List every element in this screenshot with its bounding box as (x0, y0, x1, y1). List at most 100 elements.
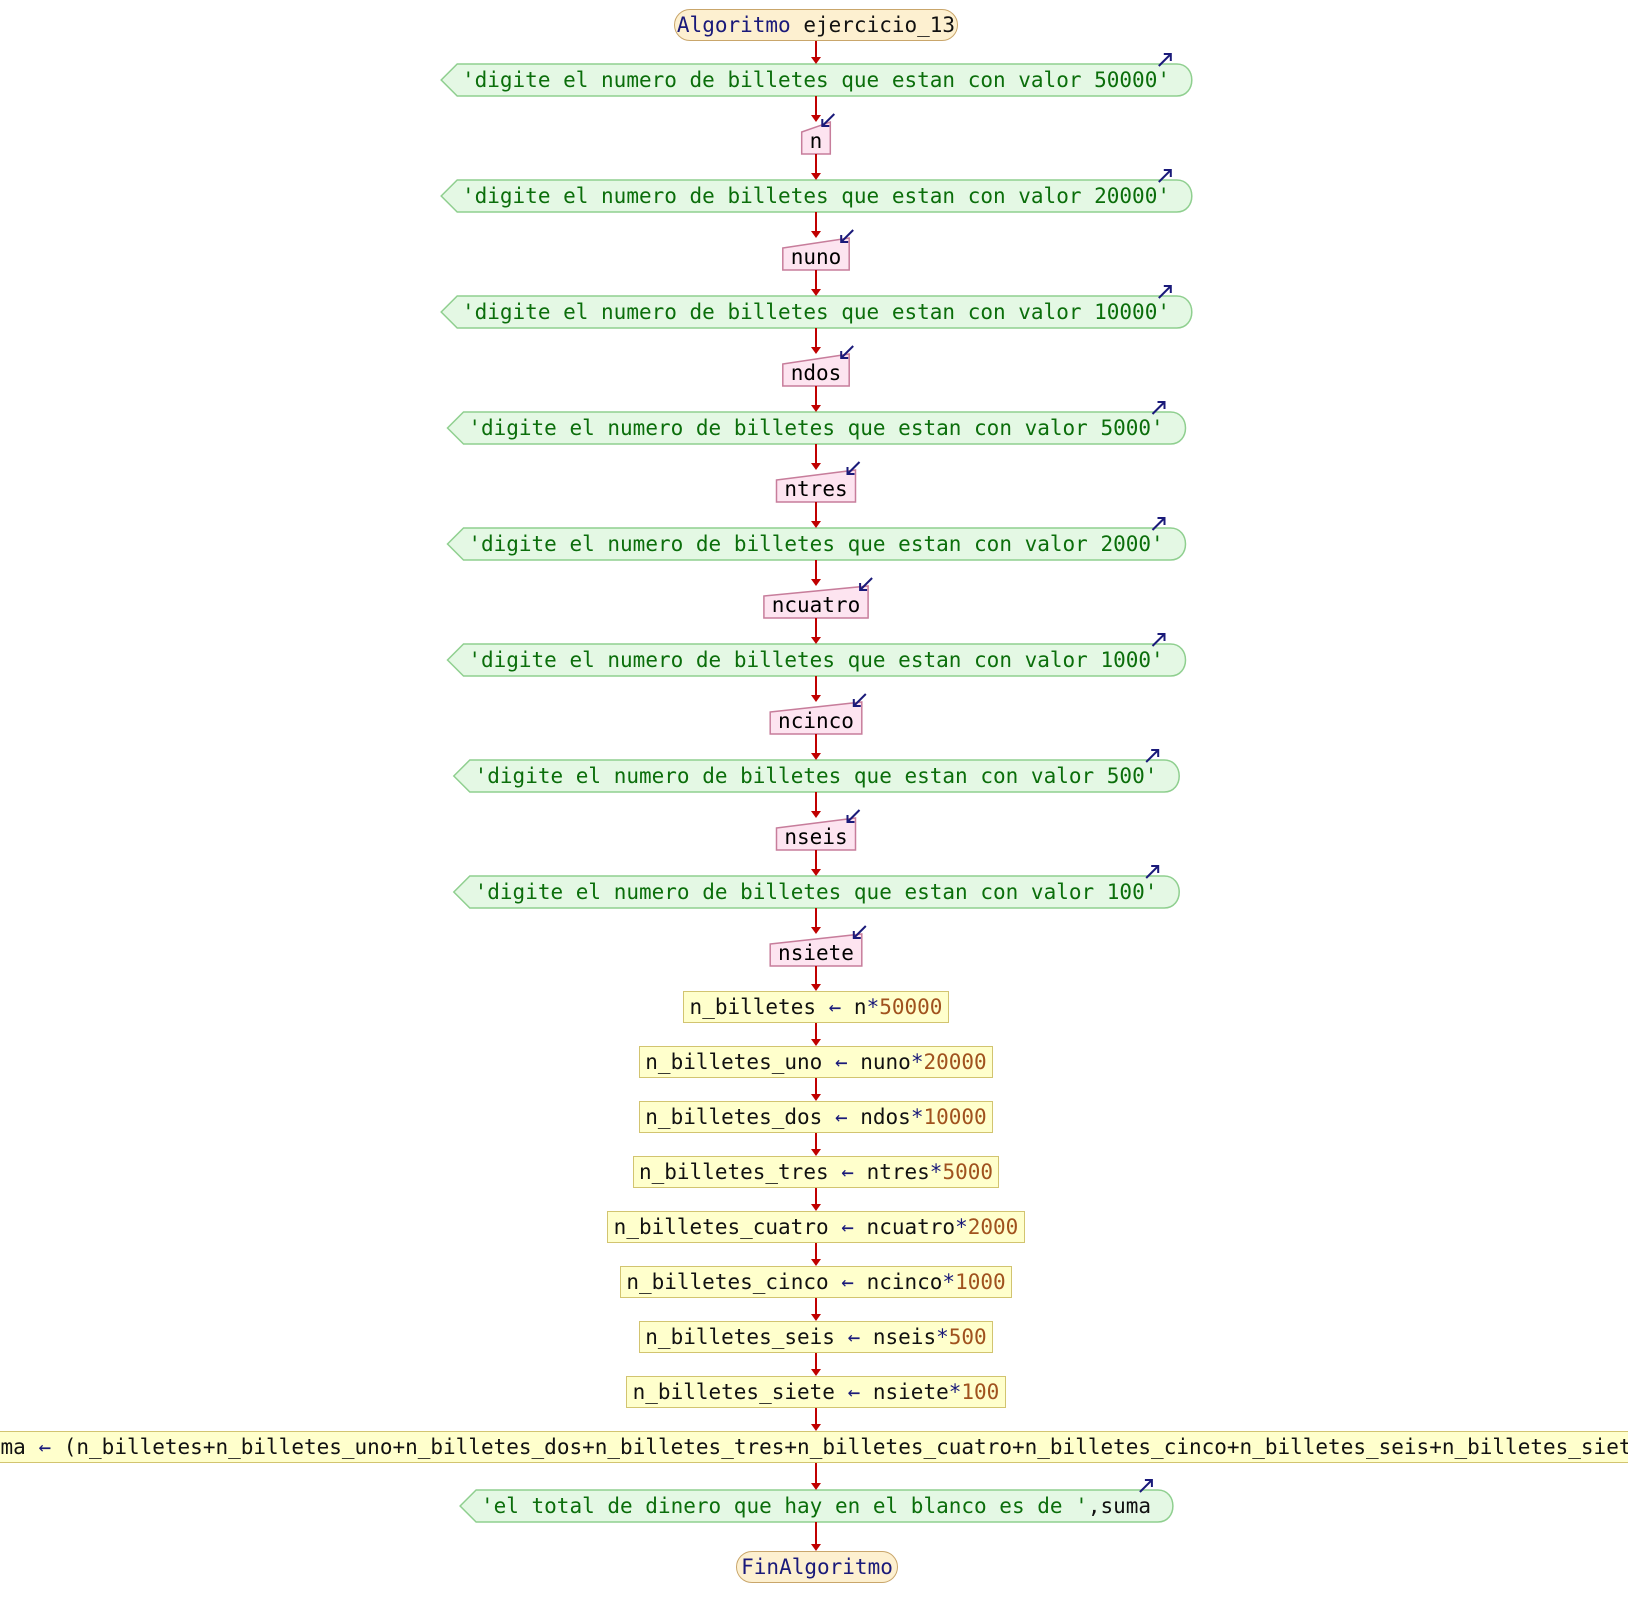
assign-source: ncuatro (866, 1215, 956, 1239)
flow-arrowhead (811, 405, 821, 412)
output-message: 'digite el numero de billetes que estan … (474, 880, 1158, 904)
output-arrow-icon (1139, 1479, 1153, 1493)
flow-arrowhead (811, 695, 821, 702)
assign-arrow: ← (25, 1435, 64, 1459)
assign-operator: * (936, 1325, 949, 1349)
assign-target: suma (0, 1435, 26, 1459)
output-message: 'digite el numero de billetes que estan … (468, 532, 1164, 556)
input-shape (775, 469, 857, 503)
assign-number: 10000 (923, 1105, 987, 1129)
assign-number: 500 (948, 1325, 987, 1349)
input-variable: ntres (784, 477, 848, 501)
assign-arrow: ← (822, 1105, 861, 1129)
assign-target: n_billetes_cuatro (613, 1215, 829, 1239)
input-node: ncuatro (764, 590, 868, 620)
flow-arrowhead (811, 115, 821, 122)
input-arrow-icon (852, 693, 867, 707)
assign-operator: * (910, 1105, 924, 1129)
flow-arrowhead (811, 1149, 821, 1156)
output-text: 'digite el numero de billetes que estan … (457, 180, 1175, 212)
assign-target: n_billetes_uno (645, 1050, 823, 1074)
output-arrow-icon (1151, 401, 1166, 415)
assign-target: n_billetes_siete (632, 1380, 835, 1404)
input-node: nseis (777, 822, 856, 852)
end-node: FinAlgoritmo (736, 1551, 898, 1583)
input-shape (769, 701, 863, 735)
assign-number: 2000 (967, 1215, 1019, 1239)
flow-arrowhead (811, 1094, 821, 1101)
end-label: FinAlgoritmo (741, 1555, 893, 1579)
assign-arrow: ← (828, 1160, 867, 1184)
flow-arrowhead (811, 753, 821, 760)
assign-source: ntres (866, 1160, 930, 1184)
output-message: 'digite el numero de billetes que estan … (474, 764, 1158, 788)
output-message: 'digite el numero de billetes que estan … (468, 648, 1164, 672)
input-variable: ndos (790, 361, 842, 385)
assign-arrow: ← (815, 995, 854, 1019)
input-shape (782, 237, 850, 271)
flow-arrowhead (811, 57, 821, 64)
assign-source: ndos (860, 1105, 911, 1129)
assign-target: n_billetes (689, 995, 816, 1019)
flow-arrowhead (811, 1204, 821, 1211)
input-arrow-icon (859, 577, 873, 591)
flow-arrowhead (811, 173, 821, 180)
output-text: 'el total de dinero que hay en el blanco… (476, 1490, 1156, 1522)
output-message: 'digite el numero de billetes que estan … (461, 300, 1170, 324)
output-message: 'digite el numero de billetes que estan … (461, 68, 1170, 92)
output-text: 'digite el numero de billetes que estan … (457, 296, 1175, 328)
flow-arrowhead (811, 1369, 821, 1376)
sum-expression: (n_billetes+n_billetes_uno+n_billetes_do… (63, 1435, 1628, 1459)
input-arrow-icon (840, 345, 854, 359)
assign-operator: * (948, 1380, 962, 1404)
input-variable: n (809, 129, 823, 153)
assign-number: 100 (961, 1380, 1000, 1404)
algorithm-name: ejercicio_13 (803, 13, 956, 37)
input-arrow-icon (840, 229, 854, 243)
output-text: 'digite el numero de billetes que estan … (457, 64, 1175, 96)
assign-source: nsiete (872, 1380, 949, 1404)
assignment-node: n_billetes_seis ← nseis*500 (638, 1321, 994, 1353)
flow-arrowhead (811, 579, 821, 586)
assign-source: nseis (872, 1325, 937, 1349)
output-text: 'digite el numero de billetes que estan … (464, 644, 1169, 676)
assign-operator: * (942, 1270, 956, 1294)
flow-arrowhead (811, 289, 821, 296)
flow-arrowhead (811, 637, 821, 644)
flow-arrowhead (811, 1424, 821, 1431)
output-message: 'digite el numero de billetes que estan … (461, 184, 1170, 208)
output-arrow-icon (1151, 633, 1166, 647)
assignment-node: n_billetes_siete ← nsiete*100 (626, 1376, 1006, 1408)
flow-arrowhead (811, 1544, 821, 1551)
assign-number: 50000 (879, 995, 943, 1019)
input-variable: nseis (784, 825, 848, 849)
input-shape (763, 585, 869, 619)
input-arrow-icon (846, 809, 861, 823)
input-shape (769, 933, 863, 967)
assignment-node: n_billetes_cuatro ← ncuatro*2000 (607, 1211, 1025, 1243)
input-node: nuno (783, 242, 849, 272)
output-variable: ,suma (1087, 1494, 1152, 1518)
input-shape (775, 817, 857, 851)
output-text: 'digite el numero de billetes que estan … (470, 760, 1162, 792)
assignment-node: n_billetes_cinco ← ncinco*1000 (620, 1266, 1012, 1298)
input-node: n (802, 126, 831, 156)
assign-target: n_billetes_seis (645, 1325, 835, 1349)
input-variable: ncinco (778, 709, 854, 733)
assign-number: 1000 (955, 1270, 1006, 1294)
flow-arrowhead (811, 521, 821, 528)
input-node: ntres (777, 474, 856, 504)
output-arrow-icon (1151, 517, 1166, 531)
input-variable: nsiete (778, 941, 854, 965)
flow-arrowhead (811, 869, 821, 876)
output-message: 'el total de dinero que hay en el blanco… (480, 1494, 1088, 1518)
assign-arrow: ← (834, 1325, 873, 1349)
assign-number: 20000 (923, 1050, 987, 1074)
flow-arrowhead (811, 231, 821, 238)
input-node: ncinco (770, 706, 862, 736)
assign-operator: * (866, 995, 880, 1019)
input-shape (782, 353, 850, 387)
assign-source: ncinco (866, 1270, 943, 1294)
